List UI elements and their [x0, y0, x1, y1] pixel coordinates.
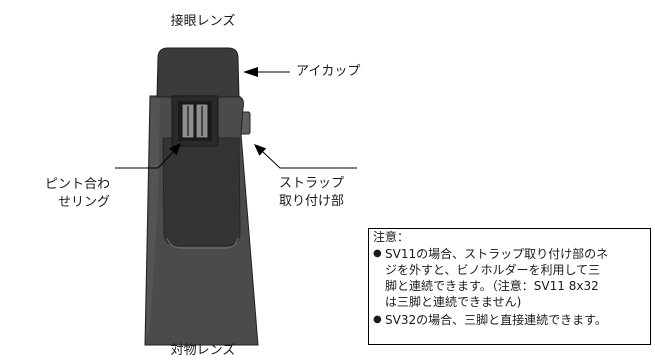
note-text: SV32の場合、三脚と直接連続できます。 [385, 313, 607, 327]
bullet-icon: ● [373, 314, 382, 325]
body-highlight [146, 98, 160, 340]
eyepiece-label: 接眼レンズ [170, 14, 236, 29]
leader-lines [115, 67, 357, 169]
caution-note-title: 注意： [373, 230, 410, 244]
focus-ring-label: ピント合わ せリング [10, 176, 110, 212]
note-line: ●SV11の場合、ストラップ取り付け部のネ [373, 246, 646, 262]
focus-ring-label-line: ピント合わ [44, 177, 110, 192]
bullet-icon: ● [373, 248, 382, 259]
focus-ring-leader-line [115, 151, 174, 169]
caution-note-item: ●SV32の場合、三脚と直接連続できます。 [373, 312, 646, 328]
note-line: ジを外すと、ビノホルダーを利用して三 [385, 263, 601, 277]
inner-panel-edge [166, 237, 239, 249]
caution-note-item: ●SV11の場合、ストラップ取り付け部のネ ジを外すと、ビノホルダーを利用して三… [373, 246, 646, 310]
eyecup-arrowhead [243, 67, 258, 77]
strap-mount-arrowhead [254, 144, 267, 156]
caution-note-box: 注意： ●SV11の場合、ストラップ取り付け部のネ ジを外すと、ビノホルダーを利… [368, 228, 651, 345]
eyecup-label: アイカップ [296, 64, 361, 79]
objective-lens-label: 対物レンズ [170, 343, 236, 358]
strap-mount-label-line: ストラップ [279, 176, 345, 191]
strap-mount-label: ストラップ 取り付け部 [279, 175, 379, 211]
monocular [144, 47, 259, 346]
eyecup [156, 47, 240, 98]
note-line: 脚と連続できます。（注意：SV11 8x32 [385, 279, 599, 293]
focus-ring-label-line: せリング [57, 195, 110, 210]
strap-mount-leader-line [262, 151, 357, 169]
focus-ring-arrowhead [169, 143, 181, 156]
note-text: SV11の場合、ストラップ取り付け部のネ [385, 247, 609, 261]
note-line: は三脚と連続できません) [385, 295, 522, 309]
inner-panel [162, 137, 241, 247]
note-line: ●SV32の場合、三脚と直接連続できます。 [373, 312, 646, 328]
strap-mount-label-line: 取り付け部 [279, 194, 345, 209]
